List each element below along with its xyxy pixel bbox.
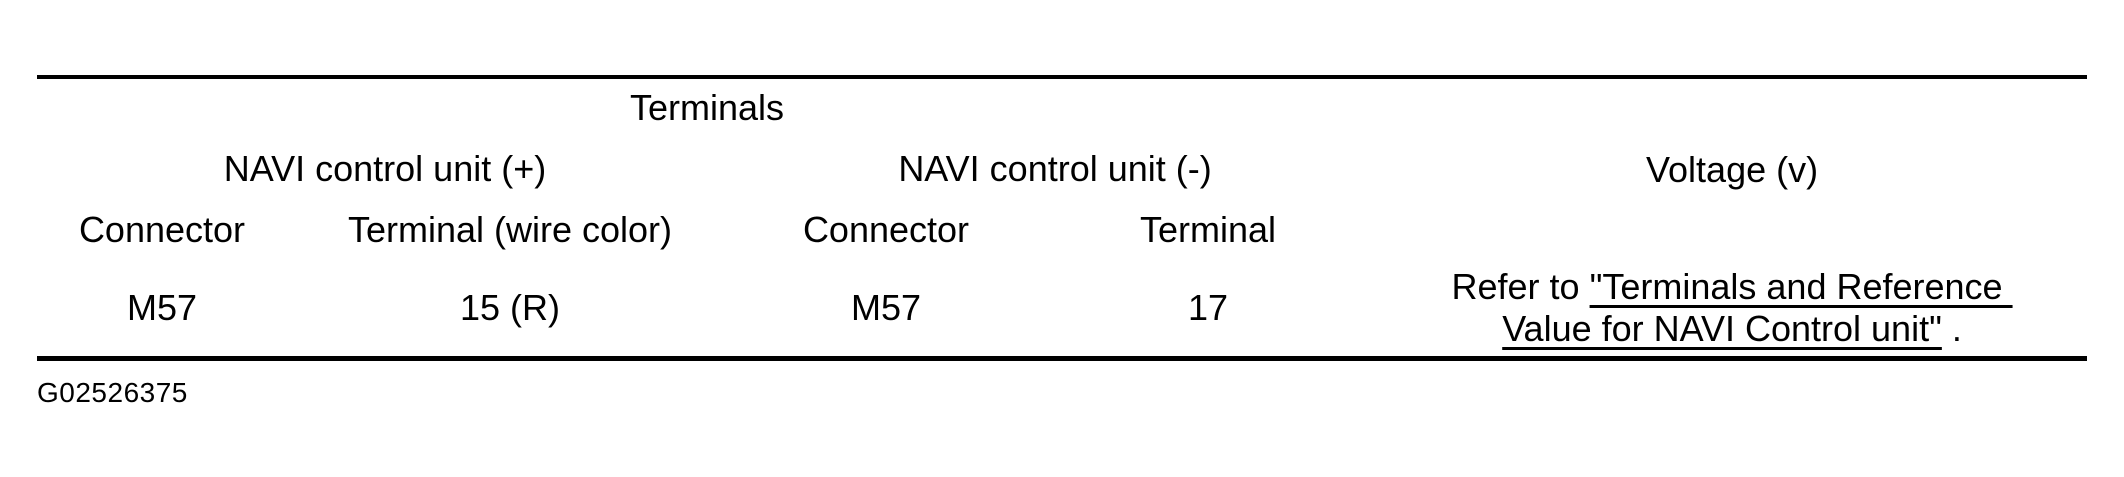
terminals-header-cell: Terminals	[630, 87, 785, 129]
connector-minus-value-cell: M57	[850, 287, 922, 329]
terminal-minus-header-cell: Terminal	[1140, 209, 1277, 251]
terminal-minus-value-cell: 17	[1188, 287, 1229, 329]
voltage-header-cell: Voltage (v)	[1646, 148, 1819, 190]
navi-control-unit-plus-header-cell: NAVI control unit (+)	[223, 147, 547, 189]
terminals-reference-link-line1[interactable]: "Terminals and Reference	[1589, 266, 2013, 308]
navi-control-unit-minus-header-cell: NAVI control unit (-)	[898, 147, 1212, 189]
table-row-terminals-header: Terminals Voltage (v)	[37, 77, 2087, 190]
table-row-data: M57 15 (R) M57 17 Refer to "Terminals an…	[37, 260, 2087, 358]
connector-minus-header-cell: Connector	[802, 209, 970, 251]
terminal-wire-color-header-cell: Terminal (wire color)	[347, 209, 673, 251]
connector-plus-header-cell: Connector	[78, 209, 246, 251]
figure-id-label: G02526375	[37, 377, 188, 408]
table-row-column-headers: Connector Terminal (wire color) Connecto…	[37, 200, 2087, 260]
table-row-unit-group-header: NAVI control unit (+) NAVI control unit …	[37, 137, 2087, 200]
terminals-reference-link-line2[interactable]: Value for NAVI Control unit"	[1502, 307, 1942, 349]
voltage-reference-suffix: .	[1941, 307, 1962, 349]
terminal-wire-color-value-cell: 15 (R)	[459, 287, 561, 329]
voltage-reference-cell: Refer to "Terminals and Reference Value …	[1377, 260, 2087, 358]
connector-plus-value-cell: M57	[126, 287, 198, 329]
voltage-reference-prefix: Refer to	[1451, 266, 1590, 308]
terminals-voltage-table: Terminals Voltage (v) NAVI control unit …	[37, 75, 2088, 361]
